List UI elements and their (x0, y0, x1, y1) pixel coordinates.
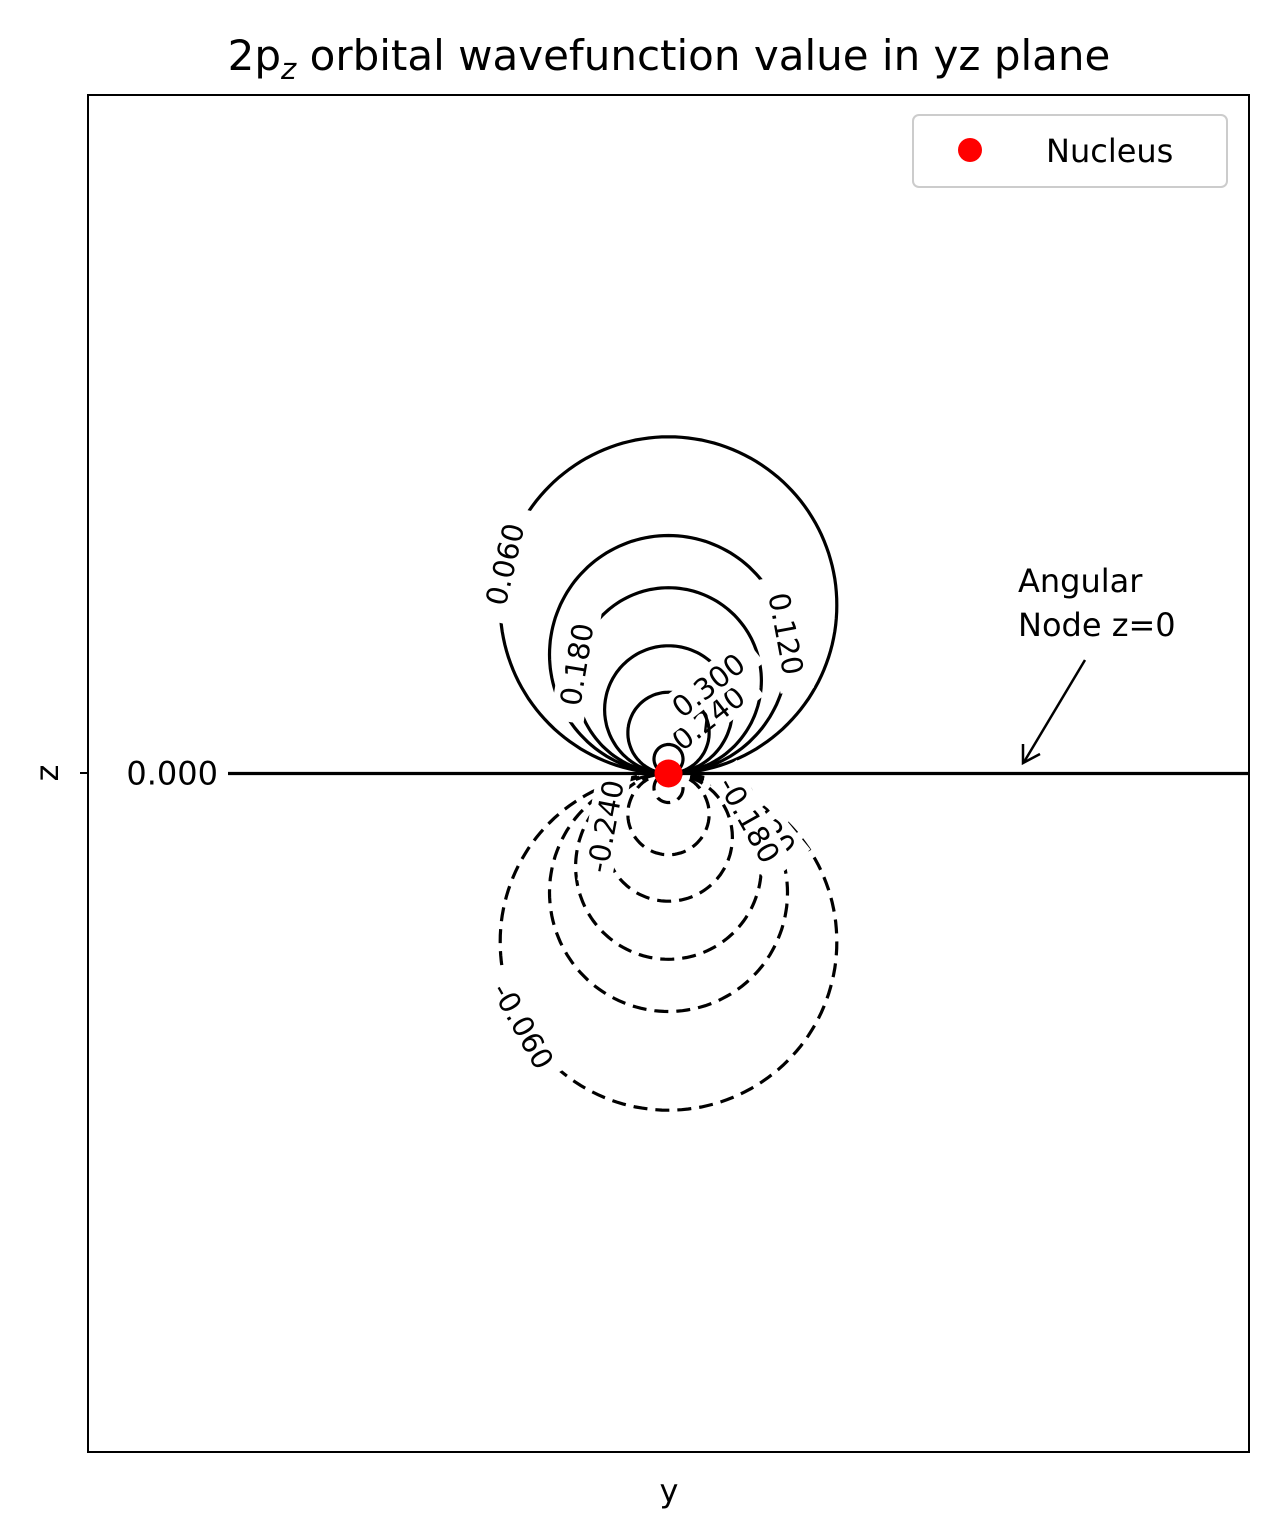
node-line-label: 0.000 (126, 755, 218, 793)
title-rest: orbital wavefunction value in yz plane (296, 31, 1110, 80)
plot-area: 0.0600.1200.1800.2400.300-0.060-0.120-0.… (126, 435, 1249, 1112)
annotation-arrow-head (1021, 744, 1041, 766)
contour-label-background (549, 604, 603, 725)
contour-label: 0.060 (479, 520, 531, 609)
contour-label: 0.120 (761, 590, 810, 678)
x-axis-label: y (660, 1472, 679, 1510)
contour-label-background (480, 966, 567, 1085)
contour-label: 0.180 (553, 621, 600, 708)
contour-line (547, 771, 790, 1014)
contour-line (573, 586, 764, 776)
title-subscript: z (280, 52, 297, 86)
contour-line (652, 742, 685, 776)
annotation-line-2: Node z=0 (1018, 606, 1176, 644)
legend-nucleus-marker (958, 138, 982, 162)
contour-label: -0.240 (580, 777, 631, 875)
contour-label-background (577, 765, 632, 887)
contour-line (626, 690, 711, 776)
contour-line (652, 771, 685, 805)
y-axis-label: z (28, 765, 66, 782)
contour-label-background (474, 503, 535, 625)
contour-label-background (759, 573, 815, 694)
legend-box (912, 114, 1228, 188)
legend-nucleus-label: Nucleus (1046, 132, 1173, 170)
contour-line (498, 771, 839, 1112)
annotation-arrow-shaft (1022, 659, 1087, 763)
nucleus-marker (654, 759, 683, 788)
contour-label-background (651, 635, 765, 734)
contour-line (602, 644, 735, 776)
legend: Nucleus (912, 114, 1228, 188)
contour-line (498, 435, 839, 776)
title-main: 2p (228, 31, 281, 80)
contour-label-background (706, 760, 794, 879)
contour-label: -0.060 (485, 977, 561, 1075)
annotation-line-1: Angular (1018, 562, 1143, 600)
chart-title: 2pz orbital wavefunction value in yz pla… (228, 31, 1111, 86)
